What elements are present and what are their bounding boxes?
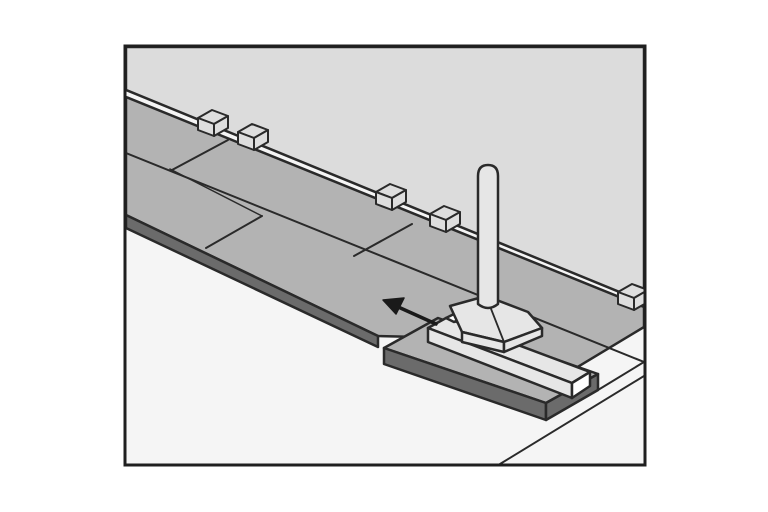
wall (126, 47, 644, 304)
floor-edge-line (597, 361, 644, 391)
hammer-icon (448, 163, 544, 354)
plank-joint (169, 168, 263, 217)
plank-joint (353, 223, 413, 257)
spacer-block-icon (375, 183, 407, 211)
spacer-block-icon (429, 205, 461, 233)
plank-joint (205, 215, 263, 249)
plank-seam (126, 152, 644, 363)
plank-joint (171, 139, 229, 171)
spacer-block-icon (197, 109, 229, 137)
installed-planks-edge (126, 213, 380, 349)
illustration-frame (123, 44, 647, 467)
spacer-block-icon (617, 283, 644, 311)
floor-edge-line (499, 375, 644, 464)
spacer-block-icon (237, 123, 269, 151)
scene (126, 47, 644, 464)
arrow-left-icon (382, 297, 438, 326)
